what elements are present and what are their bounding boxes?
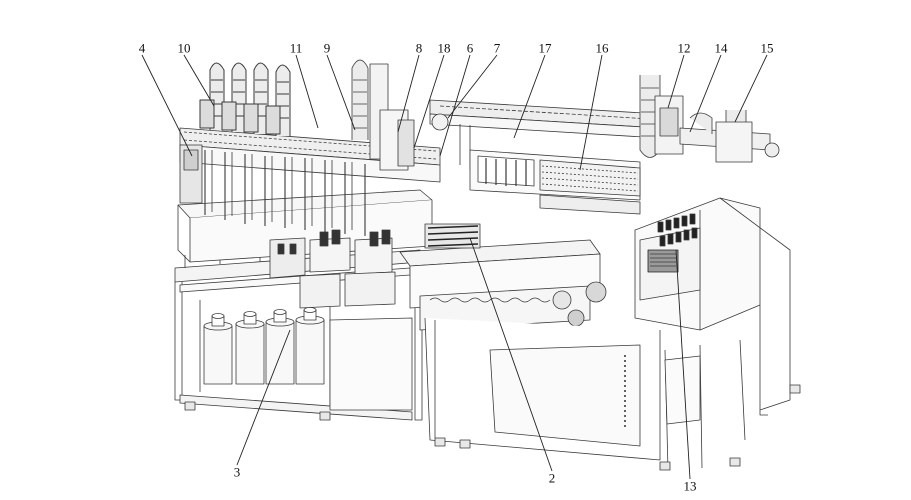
callout-15: 15 (760, 40, 774, 56)
callout-16: 16 (595, 40, 609, 56)
center-conveyor (399, 223, 607, 331)
leader-line-12 (667, 54, 685, 109)
vial-rack (657, 213, 698, 247)
feet (184, 384, 801, 471)
tip-rack (469, 149, 641, 215)
leader-line-6 (439, 54, 471, 157)
leader-line-15 (734, 54, 768, 123)
bottle-4 (295, 307, 325, 385)
callout-3: 3 (233, 464, 241, 480)
callout-18: 18 (437, 40, 451, 56)
right-cabinet (634, 197, 791, 471)
center-cabinet (424, 317, 661, 461)
top-rail (429, 99, 661, 170)
leader-line-7 (447, 54, 498, 119)
leader-line-17 (513, 54, 546, 139)
callout-12: 12 (677, 40, 691, 56)
leader-line-2 (469, 237, 553, 472)
callout-10: 10 (177, 40, 191, 56)
bottle-3 (265, 309, 295, 385)
right-gantry (639, 75, 780, 163)
reagent-trays (269, 229, 396, 309)
callout-2: 2 (548, 470, 556, 486)
callout-13: 13 (683, 478, 697, 494)
callout-9: 9 (323, 40, 331, 56)
leader-line-10 (183, 54, 215, 107)
leader-line-4 (141, 54, 193, 157)
callout-7: 7 (493, 40, 501, 56)
leader-line-13 (675, 249, 691, 480)
leader-lines (141, 54, 768, 480)
callout-11: 11 (289, 40, 303, 56)
callout-6: 6 (466, 40, 474, 56)
leader-line-3 (236, 329, 291, 466)
callout-14: 14 (714, 40, 728, 56)
leader-line-18 (413, 54, 445, 149)
leader-line-8 (397, 54, 420, 133)
leader-line-16 (579, 54, 603, 171)
bottle-2 (235, 311, 265, 385)
callout-4: 4 (138, 40, 146, 56)
bottle-1 (203, 313, 233, 385)
leader-line-11 (295, 54, 319, 129)
drag-chains (199, 62, 291, 136)
leader-line-9 (326, 54, 356, 131)
bottles (203, 307, 325, 385)
leader-line-14 (689, 54, 722, 133)
center-chain (351, 59, 415, 171)
callout-8: 8 (415, 40, 423, 56)
callout-17: 17 (538, 40, 552, 56)
